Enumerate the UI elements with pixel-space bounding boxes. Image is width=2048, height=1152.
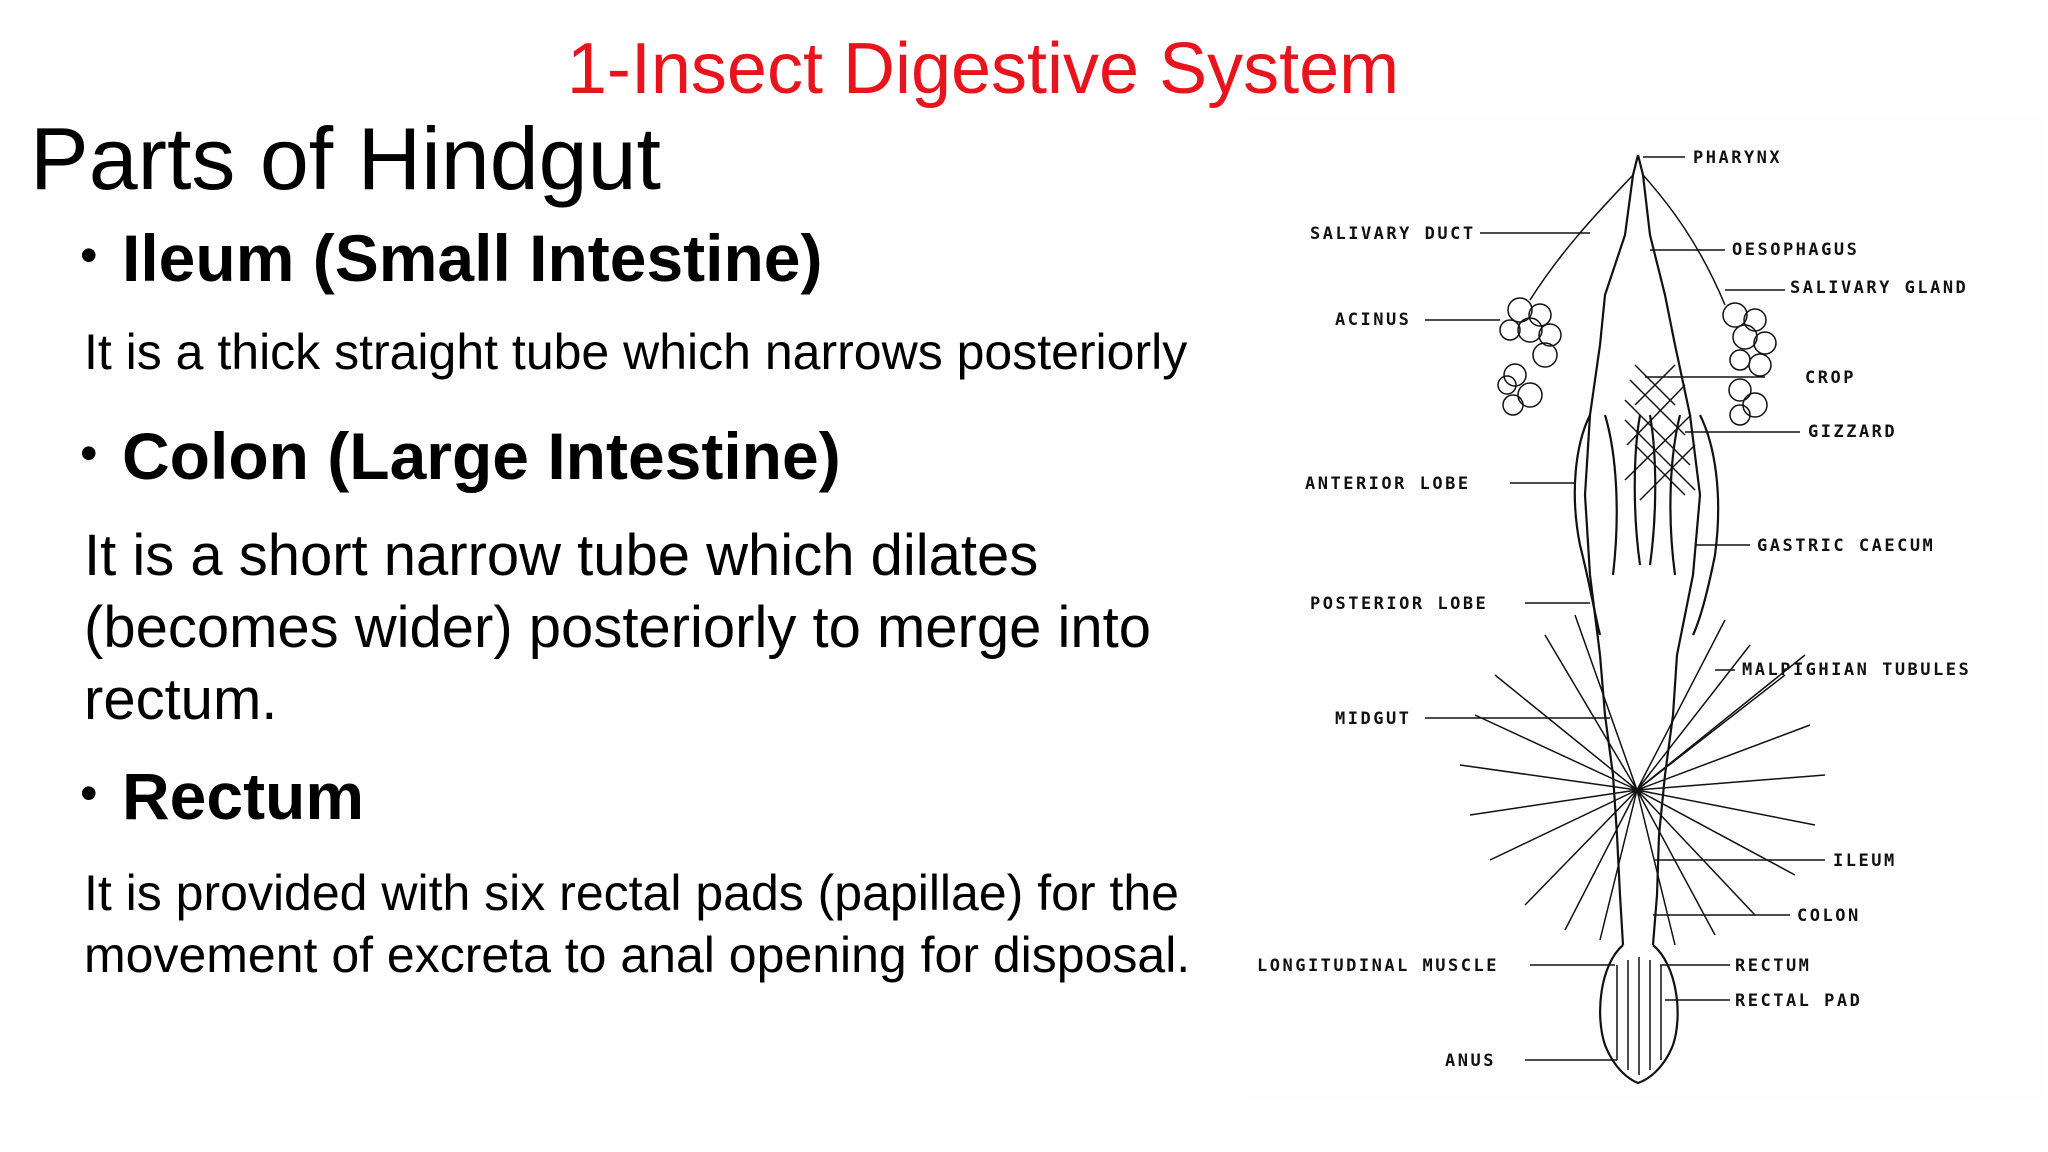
- leader-lines: [1425, 156, 1825, 1061]
- section-heading: Parts of Hindgut: [30, 109, 661, 208]
- bullet-ileum-label: Ileum (Small Intestine): [122, 221, 823, 295]
- label-ileum: ILEUM: [1833, 851, 1897, 871]
- label-malpighian-tubules: MALPIGHIAN TUBULES: [1742, 660, 1971, 680]
- malpighian-tubules: [1459, 614, 1826, 946]
- colon-description: It is a short narrow tube which dilates …: [84, 523, 1151, 732]
- label-gastric-caecum: GASTRIC CAECUM: [1757, 536, 1935, 556]
- digestive-system-drawing: PHARYNX SALIVARY DUCT OESOPHAGUS SALIVAR…: [1257, 148, 1971, 1085]
- slide-title: 1-Insect Digestive System: [566, 29, 1400, 109]
- label-anterior-lobe: ANTERIOR LOBE: [1305, 474, 1471, 494]
- label-gizzard: GIZZARD: [1808, 422, 1897, 442]
- label-anus: ANUS: [1445, 1051, 1496, 1071]
- digestive-system-diagram: PHARYNX SALIVARY DUCT OESOPHAGUS SALIVAR…: [1245, 115, 2045, 1100]
- label-colon: COLON: [1797, 906, 1861, 926]
- label-crop: CROP: [1805, 368, 1856, 388]
- diagram-labels: PHARYNX SALIVARY DUCT OESOPHAGUS SALIVAR…: [1257, 148, 1971, 1071]
- label-posterior-lobe: POSTERIOR LOBE: [1310, 594, 1488, 614]
- bullet-dot-icon: •: [80, 227, 98, 283]
- salivary-gland-clusters: [1497, 174, 1777, 426]
- bullet-ileum: • Ileum (Small Intestine): [80, 222, 822, 295]
- bullet-rectum-label: Rectum: [122, 759, 365, 833]
- bullet-rectum: • Rectum: [80, 760, 364, 833]
- label-rectal-pad: RECTAL PAD: [1735, 991, 1862, 1011]
- gut-outline: [1573, 154, 1720, 1085]
- label-pharynx: PHARYNX: [1693, 148, 1782, 168]
- label-longitudinal-muscle: LONGITUDINAL MUSCLE: [1257, 956, 1499, 976]
- label-acinus: ACINUS: [1335, 310, 1411, 330]
- bullet-dot-icon: •: [80, 425, 98, 481]
- label-salivary-gland: SALIVARY GLAND: [1790, 278, 1968, 298]
- rectum-description: It is provided with six rectal pads (pap…: [84, 865, 1191, 983]
- bullet-dot-icon: •: [80, 765, 98, 821]
- label-oesophagus: OESOPHAGUS: [1732, 240, 1859, 260]
- ileum-description: It is a thick straight tube which narrow…: [84, 324, 1188, 380]
- label-midgut: MIDGUT: [1335, 709, 1411, 729]
- bullet-colon: • Colon (Large Intestine): [80, 420, 841, 493]
- label-salivary-duct: SALIVARY DUCT: [1310, 224, 1476, 244]
- bullet-colon-label: Colon (Large Intestine): [122, 419, 841, 493]
- label-rectum: RECTUM: [1735, 956, 1811, 976]
